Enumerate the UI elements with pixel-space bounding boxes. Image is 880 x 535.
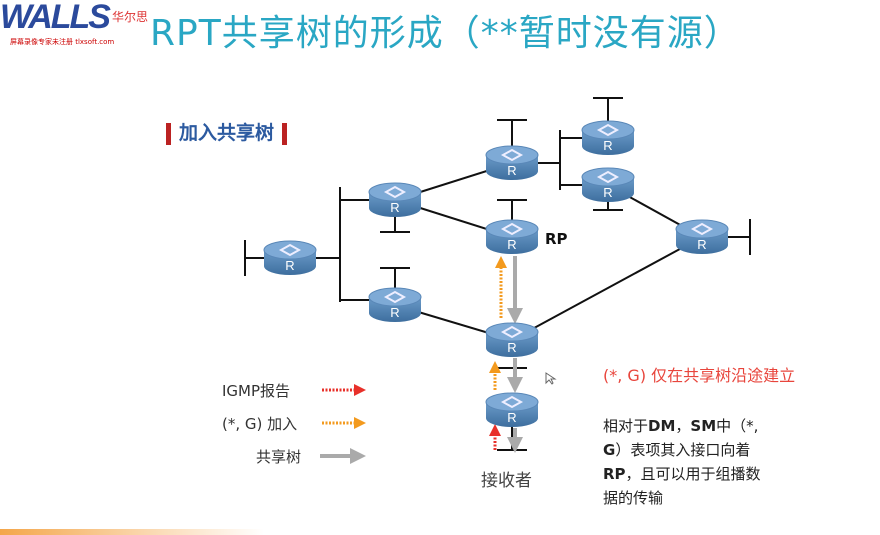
heading-bar-right bbox=[282, 122, 288, 145]
svg-text:R: R bbox=[507, 237, 516, 252]
logo-sub: 屏幕录像专家未注册 tlxsoft.com bbox=[10, 37, 115, 47]
svg-text:R: R bbox=[390, 200, 399, 215]
note-t: ， bbox=[675, 417, 691, 435]
routers: R R R R R R R R R R bbox=[263, 120, 729, 427]
router-icon: R bbox=[368, 287, 422, 322]
slide-footer-bar bbox=[0, 529, 880, 535]
router-icon: R bbox=[485, 322, 539, 357]
note-b: SM bbox=[690, 417, 717, 435]
svg-text:R: R bbox=[603, 185, 612, 200]
receiver-label: 接收者 bbox=[481, 471, 532, 491]
legend-arrows bbox=[320, 384, 366, 464]
slide-title: RPT共享树的形成（**暂时没有源） bbox=[150, 13, 741, 54]
callout-red: (*, G) 仅在共享树沿途建立 bbox=[603, 366, 796, 385]
router-icon: R bbox=[581, 120, 635, 155]
note-b: DM bbox=[648, 417, 676, 435]
svg-text:R: R bbox=[507, 163, 516, 178]
note-b: RP bbox=[603, 465, 626, 483]
note-t: 据的传输 bbox=[603, 489, 664, 507]
note-t: 相对于 bbox=[603, 417, 649, 435]
router-icon: R bbox=[485, 145, 539, 180]
join-arrows bbox=[489, 256, 507, 450]
svg-text:R: R bbox=[507, 340, 516, 355]
svg-text:R: R bbox=[390, 305, 399, 320]
note-text: 相对于DM，SM中（*, G）表项其入接口向着 RP，且可以用于组播数 据的传输 bbox=[603, 414, 803, 510]
note-t: 中（*, bbox=[716, 417, 759, 435]
svg-text:R: R bbox=[285, 258, 294, 273]
note-b: G bbox=[603, 441, 616, 459]
mouse-cursor-icon bbox=[545, 372, 557, 385]
watermark-logo: WALLS 华尔思 屏幕录像专家未注册 tlxsoft.com bbox=[0, 0, 149, 48]
router-icon: R bbox=[581, 167, 635, 202]
svg-text:R: R bbox=[507, 410, 516, 425]
svg-text:R: R bbox=[603, 138, 612, 153]
rp-label: RP bbox=[545, 230, 568, 248]
logo-text: WALLS bbox=[0, 0, 111, 36]
section-heading-text: 加入共享树 bbox=[179, 122, 275, 144]
legend-shared-tree: 共享树 bbox=[256, 448, 302, 466]
heading-bar-left bbox=[166, 122, 171, 145]
legend-join: (*, G) 加入 bbox=[222, 415, 298, 433]
note-t: ）表项其入接口向着 bbox=[615, 441, 751, 459]
logo-cn: 华尔思 bbox=[112, 10, 149, 24]
legend-igmp-report: IGMP报告 bbox=[222, 382, 291, 400]
note-t: ，且可以用于组播数 bbox=[625, 465, 761, 483]
router-icon: R bbox=[263, 240, 317, 275]
router-icon: R bbox=[368, 182, 422, 217]
svg-text:R: R bbox=[697, 237, 706, 252]
router-icon: R bbox=[675, 219, 729, 254]
router-icon: R bbox=[485, 392, 539, 427]
router-icon: R bbox=[485, 219, 539, 254]
section-heading: 加入共享树 bbox=[158, 118, 295, 145]
